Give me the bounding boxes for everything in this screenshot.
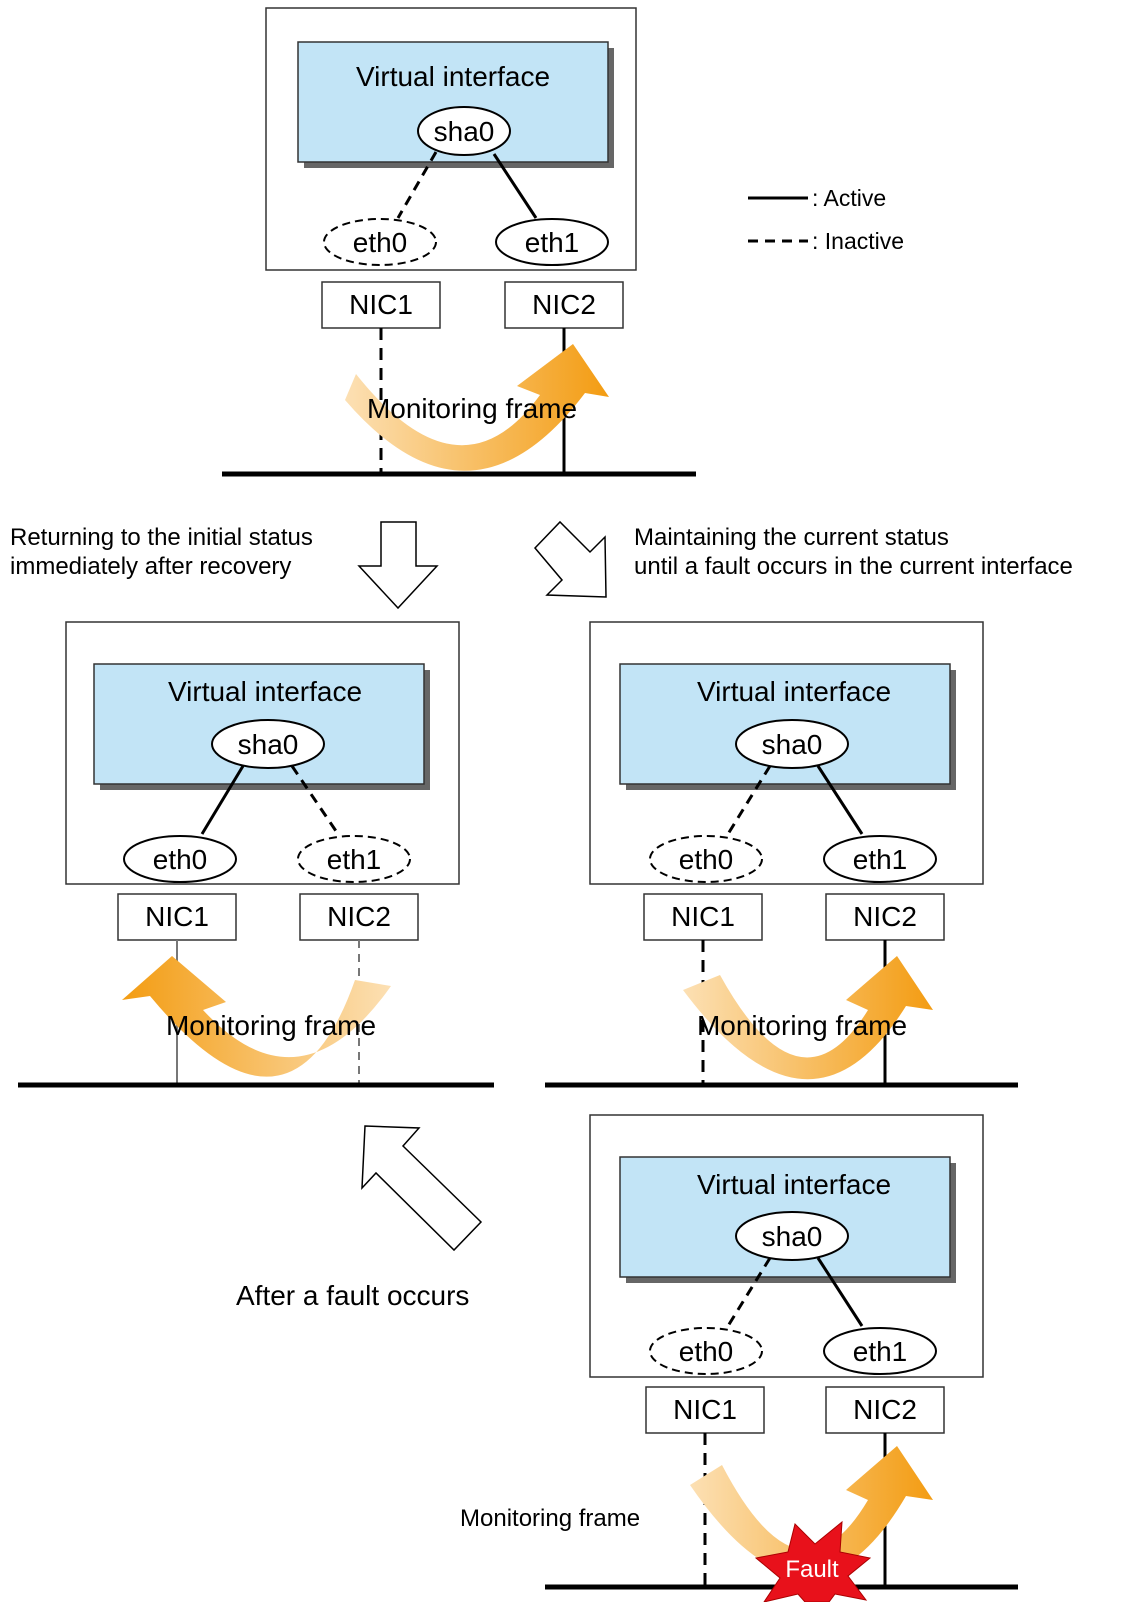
diagonal-down-right-arrow-icon bbox=[533, 520, 607, 598]
nic2-label: NIC2 bbox=[853, 1394, 917, 1425]
monitoring-frame-arrow bbox=[683, 956, 933, 1080]
monitoring-frame-label: Monitoring frame bbox=[166, 1010, 376, 1041]
fault-label: Fault bbox=[785, 1556, 839, 1583]
nic1-label: NIC1 bbox=[671, 901, 735, 932]
eth1-label: eth1 bbox=[327, 844, 382, 875]
monitoring-frame-arrow bbox=[345, 344, 609, 471]
sha0-label: sha0 bbox=[762, 1221, 823, 1252]
eth0-label: eth0 bbox=[153, 844, 208, 875]
sha0-node bbox=[735, 719, 849, 769]
sha0-node bbox=[211, 719, 325, 769]
panel-top: Virtual interface sha0 eth0 eth1 NIC1 NI… bbox=[222, 7, 696, 477]
legend-active-text: : Active bbox=[812, 185, 886, 211]
panel-right: Virtual interface sha0 eth0 eth1 NIC1 NI… bbox=[545, 621, 1018, 1088]
caption-returning-line1: Returning to the initial status bbox=[10, 524, 313, 551]
nic2-label: NIC2 bbox=[853, 901, 917, 932]
legend-inactive-text: : Inactive bbox=[812, 228, 904, 254]
caption-after-fault: After a fault occurs bbox=[236, 1280, 469, 1311]
nic1-label: NIC1 bbox=[349, 289, 413, 320]
nic1-label: NIC1 bbox=[673, 1394, 737, 1425]
sha-eth1-link-active bbox=[816, 1257, 864, 1327]
caption-maintaining-line2: until a fault occurs in the current inte… bbox=[634, 553, 1073, 580]
monitoring-frame-arrow bbox=[122, 956, 391, 1077]
eth0-label: eth0 bbox=[353, 227, 408, 258]
nic2-box bbox=[504, 281, 624, 329]
sha0-node bbox=[417, 106, 511, 156]
eth0-node bbox=[123, 835, 237, 883]
eth1-node bbox=[823, 1327, 937, 1375]
virtual-interface-label: Virtual interface bbox=[697, 1169, 891, 1200]
panel-left: Virtual interface sha0 eth0 eth1 NIC1 NI… bbox=[18, 621, 494, 1088]
sha-eth0-link-active bbox=[200, 765, 245, 835]
sha-eth0-link-inactive bbox=[396, 151, 438, 219]
eth1-node bbox=[823, 835, 937, 883]
eth1-label: eth1 bbox=[853, 1336, 908, 1367]
eth1-node bbox=[297, 835, 411, 883]
eth1-label: eth1 bbox=[525, 227, 580, 258]
sha0-node bbox=[735, 1211, 849, 1261]
virtual-interface-label: Virtual interface bbox=[697, 676, 891, 707]
monitoring-frame-label: Monitoring frame bbox=[460, 1505, 640, 1532]
eth0-node bbox=[649, 835, 763, 883]
nic1-box bbox=[321, 281, 441, 329]
monitoring-frame-label: Monitoring frame bbox=[697, 1010, 907, 1041]
monitoring-frame-arrow bbox=[690, 1446, 933, 1576]
caption-maintaining-line1: Maintaining the current status bbox=[634, 524, 949, 551]
sha0-label: sha0 bbox=[434, 116, 495, 147]
nic1-box bbox=[643, 893, 763, 941]
eth0-node bbox=[323, 218, 437, 266]
sha-eth0-link-inactive bbox=[726, 765, 772, 835]
sha-eth0-link-inactive bbox=[726, 1257, 772, 1327]
nic1-label: NIC1 bbox=[145, 901, 209, 932]
nic2-label: NIC2 bbox=[532, 289, 596, 320]
caption-returning-line2: immediately after recovery bbox=[10, 553, 291, 580]
diagonal-up-left-arrow-icon bbox=[361, 1125, 483, 1252]
nic2-box bbox=[825, 1386, 945, 1434]
sha-eth1-link-inactive bbox=[290, 765, 340, 835]
eth1-node bbox=[495, 218, 609, 266]
monitoring-frame-label: Monitoring frame bbox=[367, 393, 577, 424]
down-arrow-icon bbox=[357, 521, 439, 610]
sha0-label: sha0 bbox=[238, 729, 299, 760]
panel-bottom: Virtual interface sha0 eth0 eth1 NIC1 NI… bbox=[460, 1114, 1018, 1602]
sha-eth1-link-active bbox=[816, 765, 864, 835]
fault-burst-icon bbox=[754, 1520, 872, 1602]
eth0-label: eth0 bbox=[679, 1336, 734, 1367]
sha0-label: sha0 bbox=[762, 729, 823, 760]
nic2-box bbox=[299, 893, 419, 941]
nic1-box bbox=[645, 1386, 765, 1434]
eth0-label: eth0 bbox=[679, 844, 734, 875]
virtual-interface-label: Virtual interface bbox=[168, 676, 362, 707]
virtual-interface-label: Virtual interface bbox=[356, 61, 550, 92]
nic2-box bbox=[825, 893, 945, 941]
sha-eth1-link-active bbox=[492, 153, 538, 219]
legend: : Active : Inactive bbox=[748, 185, 904, 254]
eth1-label: eth1 bbox=[853, 844, 908, 875]
nic2-label: NIC2 bbox=[327, 901, 391, 932]
eth0-node bbox=[649, 1327, 763, 1375]
